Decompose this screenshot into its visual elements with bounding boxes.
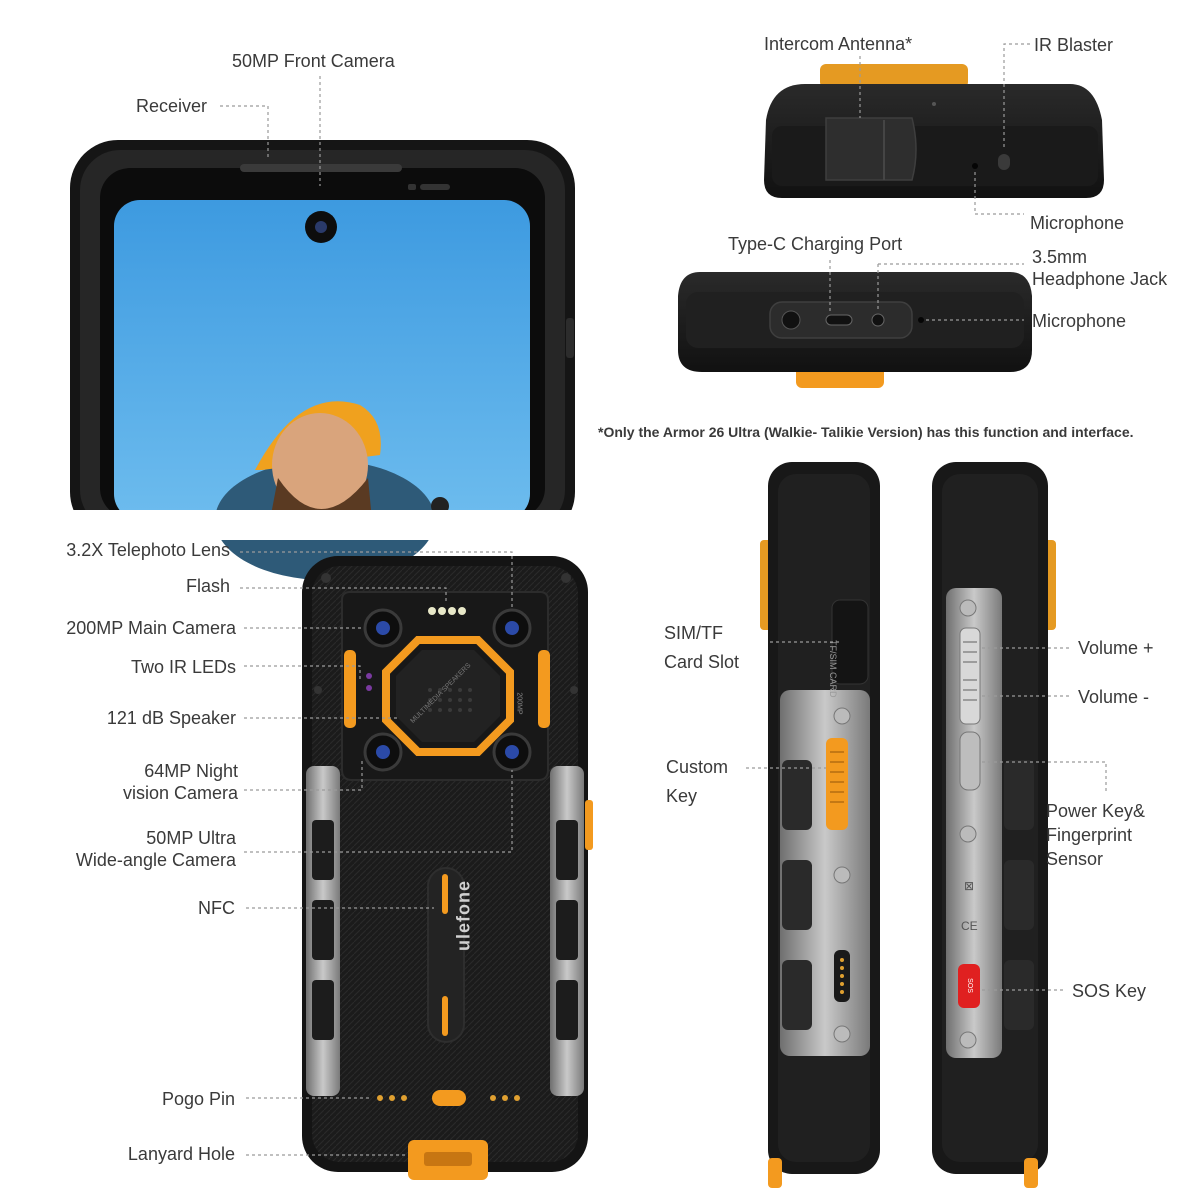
label-night-camera-1: 64MP Night xyxy=(144,761,238,781)
label-night-camera-2: vision Camera xyxy=(122,783,238,803)
type-c-port xyxy=(825,314,853,326)
back-view-phone xyxy=(302,556,593,1180)
label-volume-up: Volume + xyxy=(1078,638,1154,658)
sim-marking: TF/SIM CARD xyxy=(828,640,838,698)
camera-lenses xyxy=(363,608,532,772)
brand-logo: ulefone xyxy=(453,880,474,952)
ir-led xyxy=(366,673,372,679)
label-ir-leds: Two IR LEDs xyxy=(130,657,236,677)
bottom-microphone-hole xyxy=(918,317,924,323)
power-key xyxy=(959,731,981,791)
label-front-camera: 50MP Front Camera xyxy=(232,51,395,71)
ir-led xyxy=(366,685,372,691)
camera-marking: 200MP xyxy=(515,692,523,715)
label-power-key-2: Fingerprint xyxy=(1046,825,1133,845)
intercom-antenna-port xyxy=(825,117,917,181)
label-headphone-jack-2: Headphone Jack xyxy=(1032,269,1168,289)
headphone-jack xyxy=(871,313,885,327)
speaker-grille-dots xyxy=(428,688,472,712)
leader-lines xyxy=(220,43,1107,1156)
svg-text:CE: CE xyxy=(961,919,978,933)
label-sos-key: SOS Key xyxy=(1072,981,1147,1001)
receiver-grille xyxy=(240,164,402,172)
label-receiver: Receiver xyxy=(136,96,208,116)
label-wide-camera-1: 50MP Ultra xyxy=(146,828,236,848)
label-pogo-pin: Pogo Pin xyxy=(161,1089,235,1109)
ir-blaster-window xyxy=(998,154,1010,170)
flash-leds xyxy=(428,607,466,615)
label-nfc: NFC xyxy=(198,898,235,918)
label-custom-key-2: Key xyxy=(666,786,698,806)
label-microphone-bottom: Microphone xyxy=(1032,311,1127,331)
top-edge-view xyxy=(764,64,1104,198)
pogo-cover xyxy=(432,1090,466,1106)
svg-text:⊠: ⊠ xyxy=(964,879,974,893)
label-sim-slot-2: Card Slot xyxy=(664,652,740,672)
label-sim-slot-1: SIM/TF xyxy=(664,623,723,643)
label-type-c-port: Type-C Charging Port xyxy=(728,234,903,254)
label-headphone-jack-1: 3.5mm xyxy=(1032,247,1088,267)
label-intercom-antenna: Intercom Antenna* xyxy=(764,34,913,54)
left-side-view xyxy=(760,462,880,1188)
label-main-camera: 200MP Main Camera xyxy=(66,618,236,638)
label-microphone-top: Microphone xyxy=(1030,213,1125,233)
right-side-view: ⊠ CE xyxy=(932,462,1056,1188)
top-microphone-hole xyxy=(972,163,978,169)
bottom-edge-view xyxy=(678,272,1032,388)
label-custom-key-1: Custom xyxy=(666,757,729,777)
label-power-key-1: Power Key& xyxy=(1046,801,1146,821)
pogo-pins xyxy=(377,1095,520,1101)
label-telephoto-lens: 3.2X Telephoto Lens xyxy=(66,540,230,560)
label-lanyard-hole: Lanyard Hole xyxy=(127,1144,235,1164)
label-ir-blaster: IR Blaster xyxy=(1034,35,1114,55)
label-speaker: 121 dB Speaker xyxy=(106,708,236,728)
label-power-key-3: Sensor xyxy=(1046,849,1104,869)
front-view-phone xyxy=(0,140,580,580)
label-flash: Flash xyxy=(185,576,230,596)
custom-key xyxy=(826,738,848,830)
front-screen xyxy=(114,200,530,520)
footnote: *Only the Armor 26 Ultra (Walkie- Taliki… xyxy=(598,424,1134,440)
label-wide-camera-2: Wide-angle Camera xyxy=(75,850,236,870)
sos-key xyxy=(958,964,980,1008)
label-volume-down: Volume - xyxy=(1078,687,1150,707)
sos-marking: SOS xyxy=(965,978,973,993)
